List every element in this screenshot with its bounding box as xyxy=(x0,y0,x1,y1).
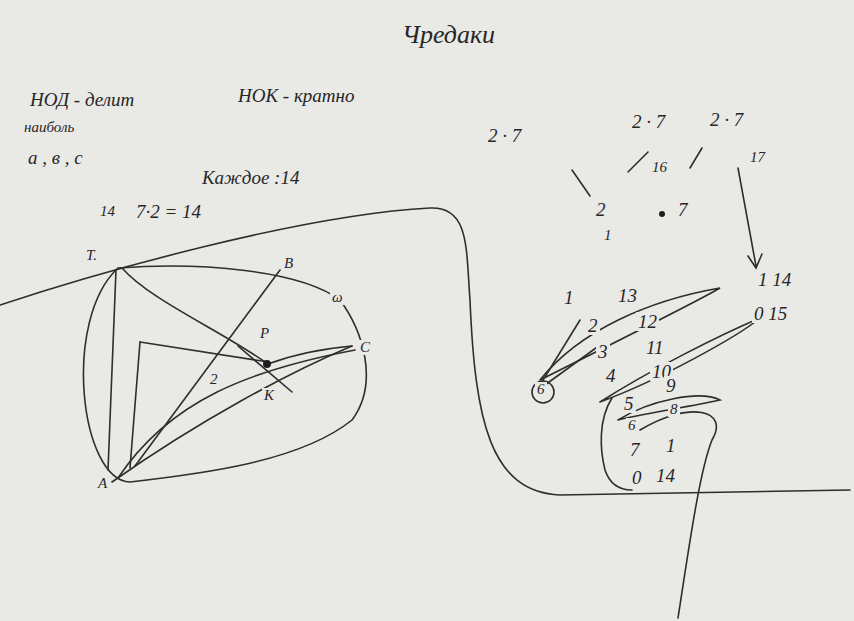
note-text: 1 14 xyxy=(756,270,793,289)
note-text: 2 xyxy=(586,316,600,335)
note-text: 6 xyxy=(535,382,547,397)
note-text: 14 xyxy=(654,466,677,485)
point-p xyxy=(263,360,271,368)
big-curve xyxy=(0,208,850,495)
note-text: Каждое :14 xyxy=(200,168,301,187)
closed-curve xyxy=(83,266,366,482)
note-text: НОК - кратно xyxy=(236,86,356,105)
note-text: 14 xyxy=(98,204,117,219)
note-text: 6 xyxy=(626,418,638,433)
note-text: 3 xyxy=(596,342,610,361)
note-text: 0 15 xyxy=(752,304,789,323)
note-text: A xyxy=(96,476,109,491)
arrow xyxy=(738,168,762,268)
segment-ba xyxy=(135,270,280,466)
note-text: 1 xyxy=(602,228,614,243)
note-text: а , в , с xyxy=(26,148,85,167)
note-text: 12 xyxy=(636,312,659,331)
note-text: 5 xyxy=(622,394,636,413)
note-text: 2 · 7 xyxy=(486,126,523,145)
note-text: 2 · 7 xyxy=(630,112,667,131)
note-text: 16 xyxy=(650,160,669,175)
note-text: 8 xyxy=(668,402,680,417)
title: Чредаки xyxy=(400,22,497,48)
loop xyxy=(600,318,760,402)
note-text: 9 xyxy=(664,376,678,395)
note-text: 11 xyxy=(644,338,666,357)
note-text: T. xyxy=(84,248,99,263)
note-text: наиболь xyxy=(22,120,76,135)
segment-ac xyxy=(112,346,352,482)
segment-pk xyxy=(238,346,292,392)
note-text: P xyxy=(258,326,271,341)
note-text: 13 xyxy=(616,286,639,305)
tail-curve xyxy=(640,412,716,618)
note-text: C xyxy=(358,340,372,355)
arc-ac xyxy=(118,350,355,478)
note-text: 1 xyxy=(562,288,576,307)
stroke xyxy=(572,170,590,196)
circle-mark xyxy=(532,381,554,403)
note-text: 7·2 = 14 xyxy=(134,202,203,221)
note-text: 2 xyxy=(594,200,608,219)
note-text: 0 xyxy=(630,468,644,487)
note-text: B xyxy=(282,256,295,271)
note-text: 2 xyxy=(208,372,220,387)
segment-t xyxy=(108,270,116,470)
note-text: ω xyxy=(330,290,345,305)
stroke xyxy=(690,148,702,168)
note-text: 2 · 7 xyxy=(708,110,745,129)
note-text: 1 xyxy=(664,436,678,455)
note-text: 4 xyxy=(604,366,618,385)
triangle-line xyxy=(130,342,140,468)
arc-pc xyxy=(268,346,352,364)
note-text: НОД - делит xyxy=(28,90,136,109)
note-text: 7 xyxy=(628,440,642,459)
note-text: K xyxy=(262,388,276,403)
note-text: 17 xyxy=(748,150,767,165)
dot xyxy=(659,211,665,217)
stroke xyxy=(628,152,648,172)
note-text: 7 xyxy=(676,200,690,219)
